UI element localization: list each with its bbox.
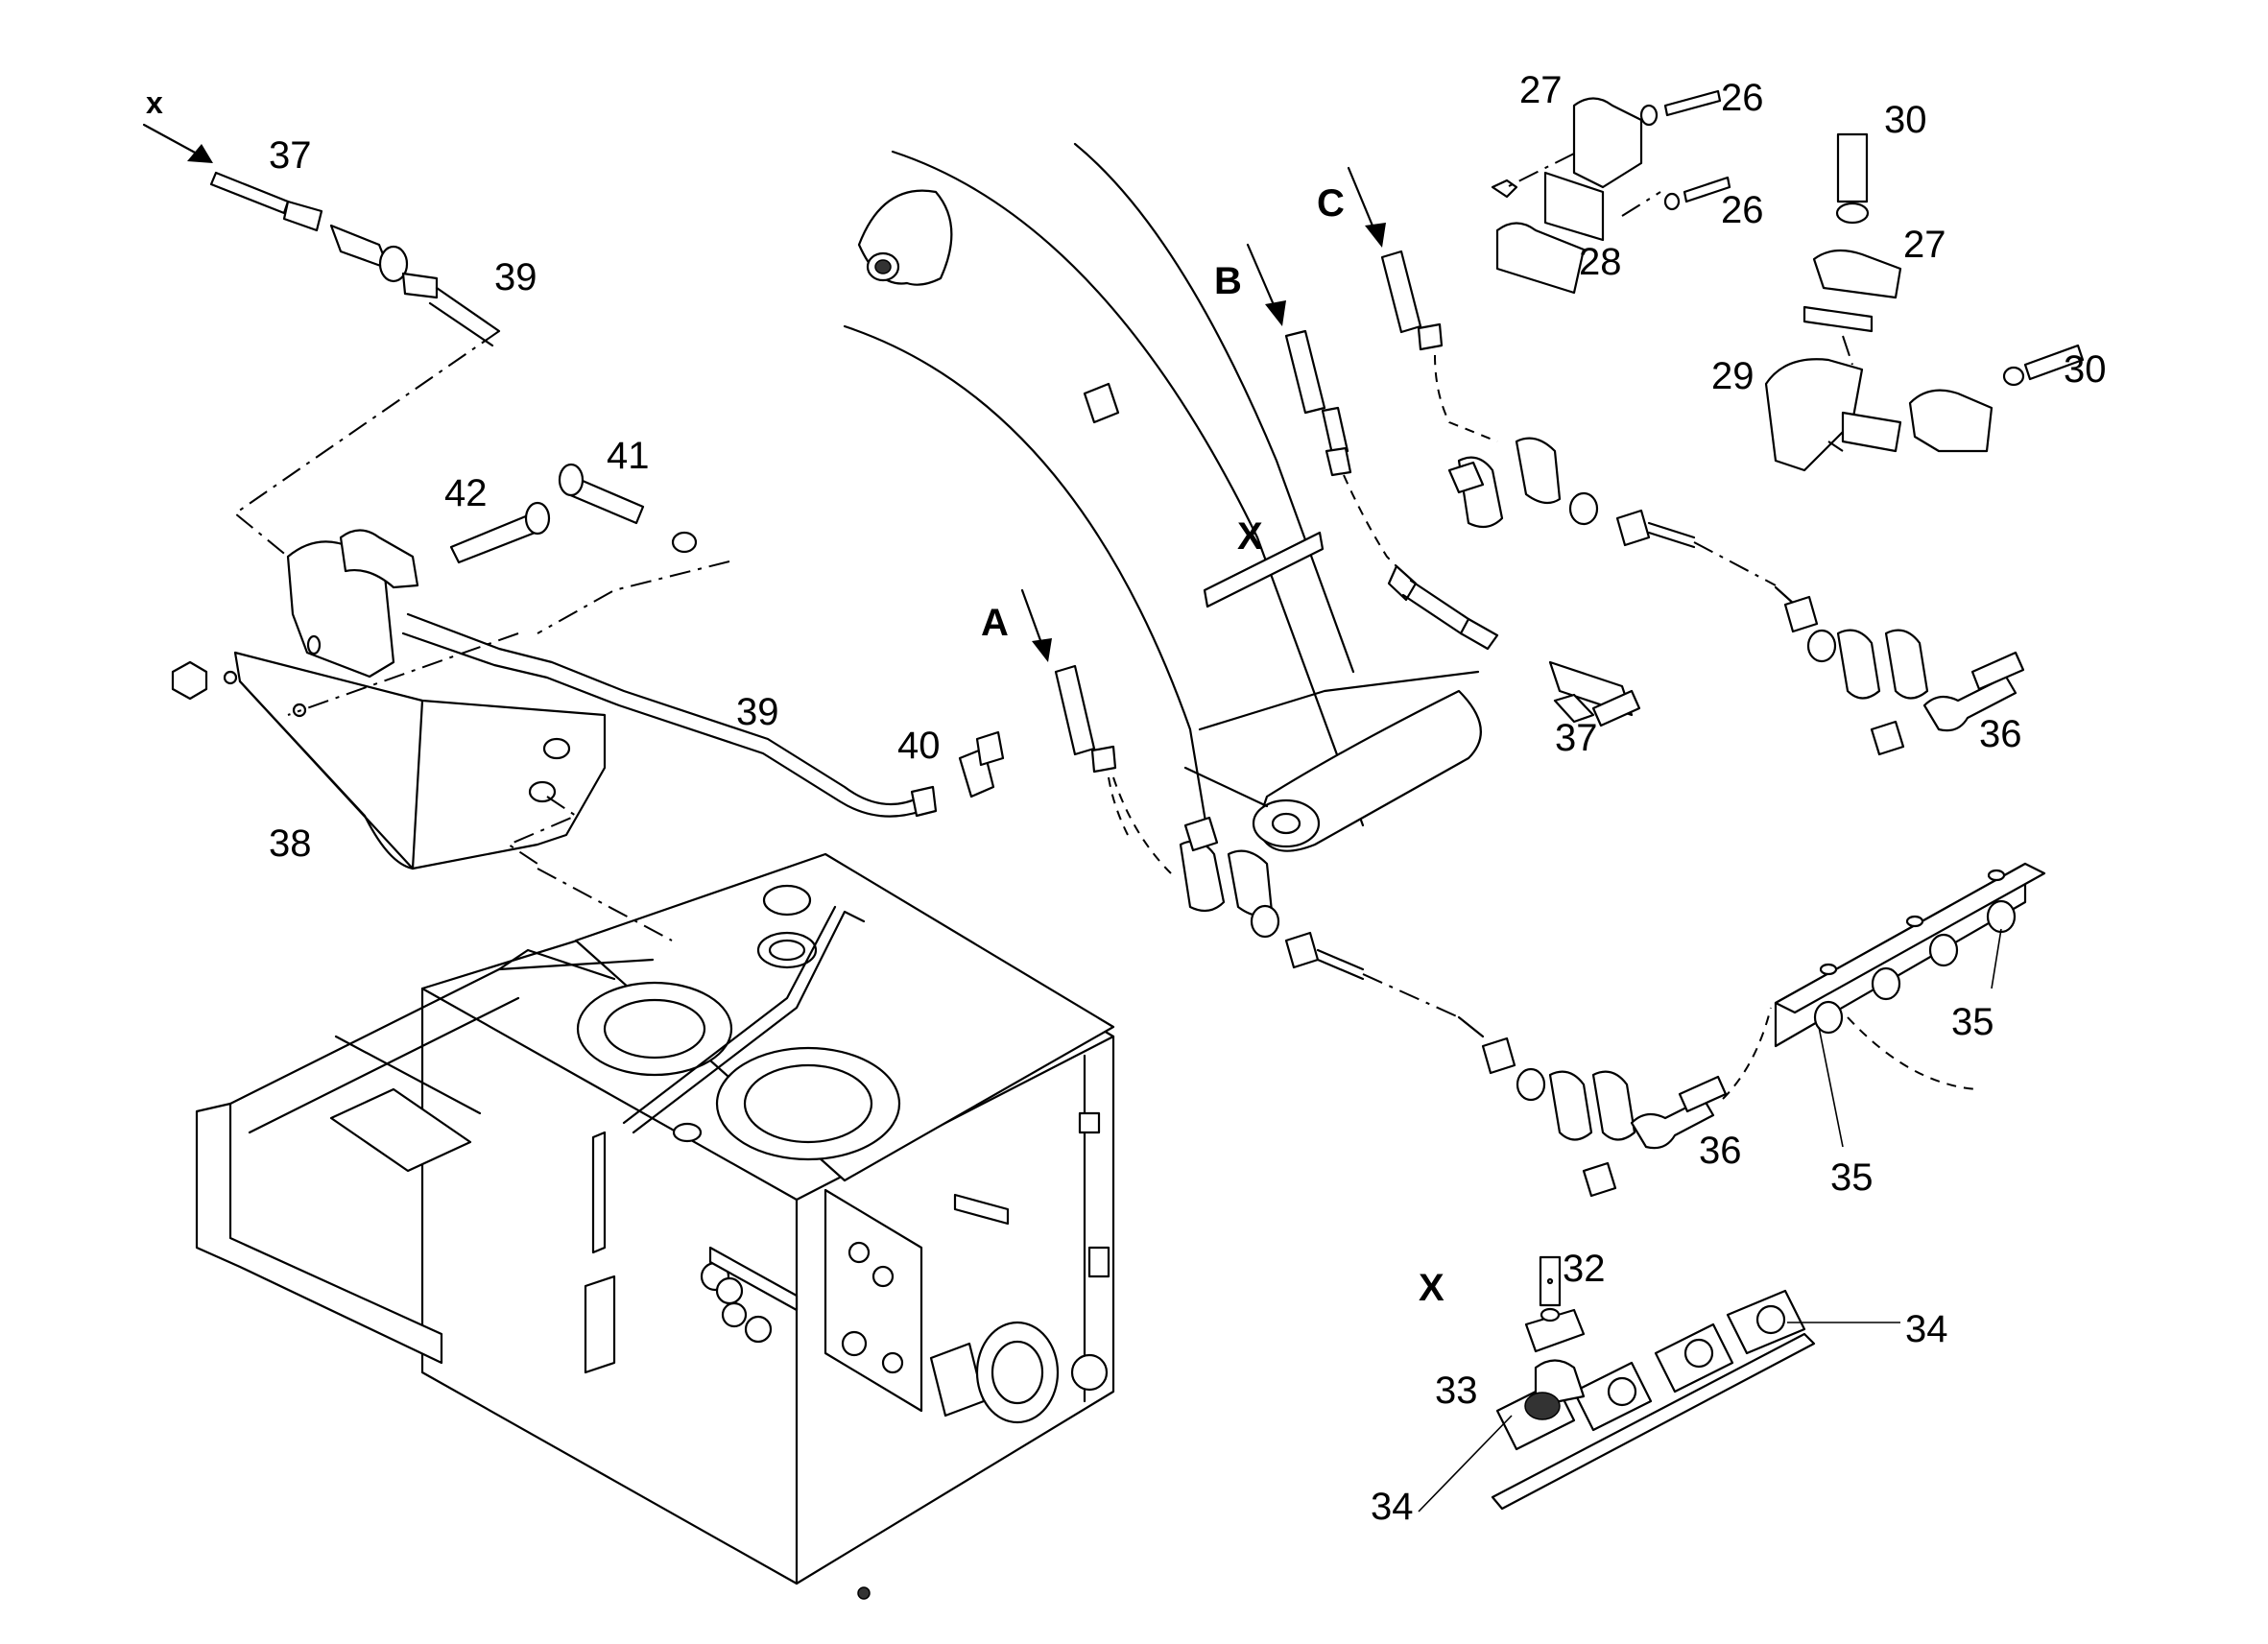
callout-30: 30 — [2064, 348, 2107, 391]
hydraulic-tank — [195, 852, 1115, 1600]
view-label-x-small: x — [146, 85, 163, 120]
callout-35: 35 — [1951, 1001, 1994, 1043]
callout-34: 34 — [1371, 1486, 1414, 1528]
view-arrow-x-small — [187, 144, 213, 163]
flange-set-upper — [1447, 437, 1929, 756]
callout-41: 41 — [607, 435, 650, 477]
callout-26: 26 — [1721, 77, 1764, 119]
view-arrow-b — [1265, 300, 1286, 326]
view-arrow-c — [1365, 223, 1386, 248]
view-arrows — [142, 123, 1386, 662]
view-label-c: C — [1317, 182, 1345, 225]
callout-42: 42 — [444, 472, 488, 514]
clamp-assembly-27-28 — [1491, 89, 1731, 295]
fitting-40 — [958, 730, 1005, 798]
view-label-x-boom: X — [1237, 515, 1263, 558]
mounting-bracket — [171, 463, 698, 870]
callout-26: 26 — [1721, 189, 1764, 231]
view-arrow-a — [1032, 638, 1052, 662]
callout-33: 33 — [1435, 1370, 1478, 1412]
nut-39 — [401, 272, 439, 299]
hose-c — [1380, 250, 1498, 442]
tank-frame — [195, 1102, 443, 1365]
callout-27: 27 — [1519, 69, 1563, 111]
callout-37: 37 — [1555, 717, 1598, 759]
callout-28: 28 — [1579, 241, 1622, 283]
pipe-39 — [401, 612, 938, 818]
boom-section-band — [1203, 531, 1325, 608]
assembly-connectors — [233, 153, 1853, 941]
callout-30: 30 — [1884, 99, 1927, 141]
callout-32: 32 — [1563, 1248, 1606, 1290]
detail-x-clamp-rail — [1491, 1255, 1816, 1511]
clamp-block-35 — [1774, 862, 2046, 1090]
hose-end-36-lower — [1630, 1007, 1772, 1150]
callout-40: 40 — [897, 725, 941, 767]
hose-end-36-upper — [1922, 651, 2025, 732]
callout-36: 36 — [1699, 1130, 1742, 1172]
washer — [671, 531, 698, 554]
boom-arm — [843, 142, 1482, 852]
hose-37-right — [1553, 689, 1641, 727]
callout-27: 27 — [1903, 224, 1946, 266]
callout-38: 38 — [269, 822, 312, 865]
callout-34: 34 — [1905, 1308, 1948, 1350]
view-label-x-detail: X — [1419, 1267, 1444, 1309]
callout-37: 37 — [269, 134, 312, 177]
callout-36: 36 — [1979, 713, 2022, 755]
callout-39: 39 — [736, 691, 779, 733]
callout-labels: x A B C X X 26 26 27 27 28 29 30 30 32 3… — [146, 69, 2107, 1528]
callout-35: 35 — [1830, 1156, 1874, 1199]
hose-a — [1054, 664, 1129, 836]
clamp-assembly-27-29-30 — [1764, 132, 2085, 472]
hose-37-left — [209, 171, 501, 347]
callout-29: 29 — [1711, 355, 1755, 397]
callout-39: 39 — [494, 256, 537, 298]
view-label-b: B — [1214, 260, 1242, 302]
flange-set-lower — [1112, 776, 1636, 1198]
leader-lines — [1418, 928, 2002, 1513]
nut — [171, 660, 208, 701]
view-label-a: A — [981, 602, 1009, 644]
